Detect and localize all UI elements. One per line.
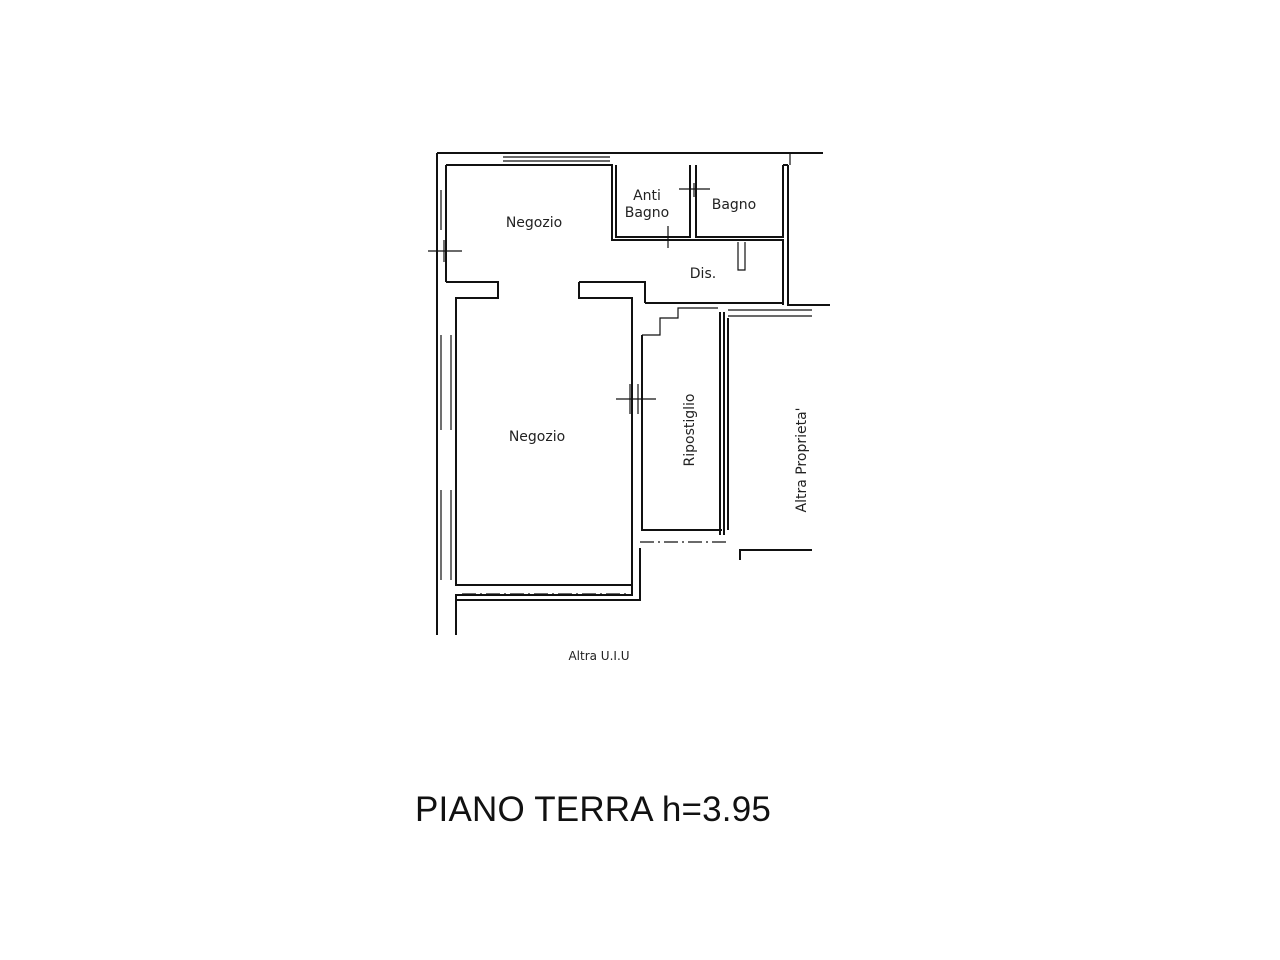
room-label-dis: Dis. bbox=[690, 266, 716, 282]
walls bbox=[428, 152, 830, 635]
label-altra-uiu: Altra U.I.U bbox=[568, 649, 629, 663]
room-label-anti-bagno-1: Anti bbox=[633, 188, 661, 204]
room-label-negozio-main: Negozio bbox=[509, 429, 565, 445]
room-label-anti-bagno-2: Bagno bbox=[625, 205, 670, 221]
plan-title: PIANO TERRA h=3.95 bbox=[415, 790, 772, 829]
room-label-ripostiglio: Ripostiglio bbox=[682, 394, 698, 467]
room-label-negozio-top: Negozio bbox=[506, 215, 562, 231]
room-label-altra-proprieta: Altra Proprieta' bbox=[794, 407, 810, 512]
room-label-bagno: Bagno bbox=[712, 197, 757, 213]
